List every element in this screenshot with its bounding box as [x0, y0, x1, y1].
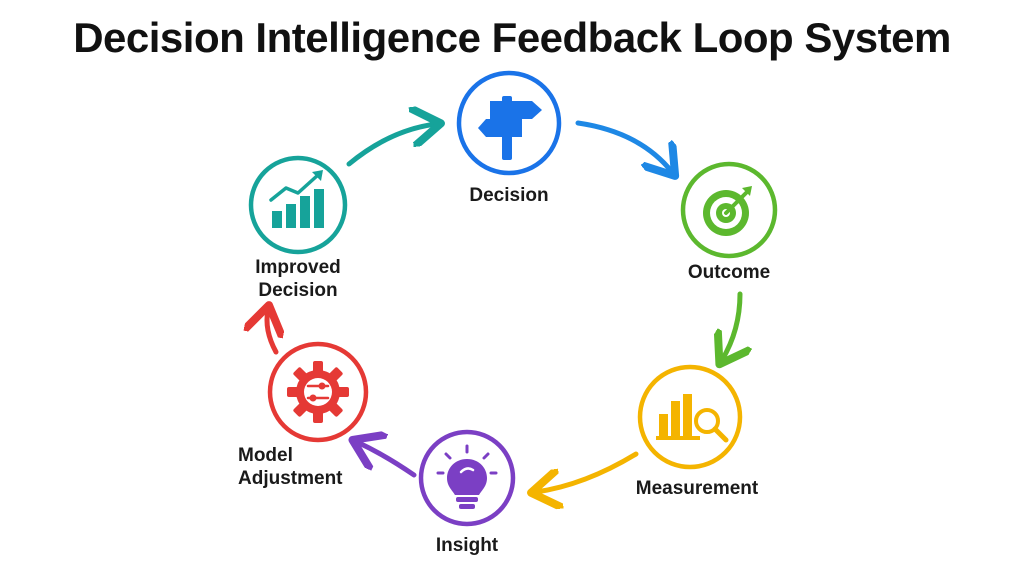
edge-model-adjustment-to-improved-decision [267, 310, 276, 355]
node-outcome [680, 161, 778, 259]
gear-sliders-icon [287, 361, 349, 423]
growth-chart-icon [269, 170, 324, 228]
edge-improved-decision-to-decision [346, 124, 436, 167]
edge-outcome-to-measurement [722, 291, 740, 360]
node-measurement [637, 364, 743, 470]
label-model-adjustment-line-1: Model [238, 445, 293, 466]
label-improved-decision-line-2: Decision [258, 280, 338, 301]
page-title: Decision Intelligence Feedback Loop Syst… [73, 14, 951, 61]
node-model-adjustment [267, 341, 369, 443]
lightbulb-icon [436, 444, 498, 509]
edge-insight-to-model-adjustment [357, 442, 417, 478]
label-measurement: Measurement [635, 478, 759, 499]
node-insight [418, 429, 516, 527]
node-decision [456, 70, 562, 176]
target-icon [703, 186, 752, 236]
label-outcome: Outcome [687, 262, 771, 283]
label-decision: Decision [469, 185, 549, 206]
node-improved-decision [248, 155, 348, 255]
label-improved-decision-line-1: Improved [255, 257, 341, 278]
edge-decision-to-outcome [575, 120, 672, 172]
edge-measurement-to-insight [536, 451, 639, 492]
signpost-icon [478, 96, 542, 160]
label-model-adjustment-line-2: Adjustment [238, 468, 343, 489]
chart-magnifier-icon [656, 394, 729, 443]
label-improved-decision: Improved Decision [234, 256, 362, 302]
label-insight: Insight [435, 535, 499, 556]
label-model-adjustment: Model Adjustment [238, 444, 358, 490]
